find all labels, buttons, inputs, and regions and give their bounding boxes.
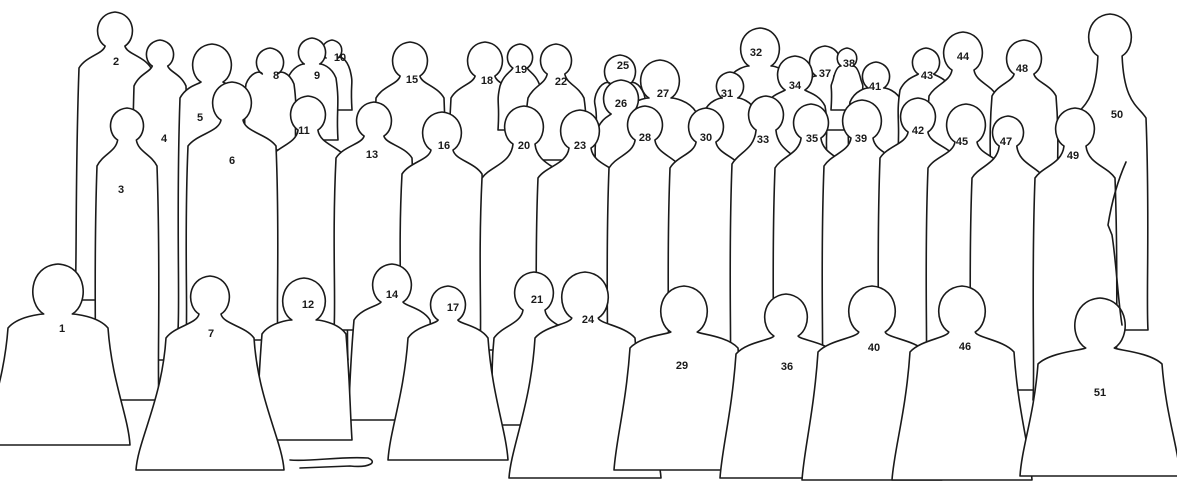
figure-number-label: 12: [302, 299, 314, 311]
figure-number-label: 44: [957, 51, 970, 63]
figure-number-label: 37: [819, 68, 831, 80]
figure-number-label: 7: [208, 328, 214, 340]
figure-number-label: 46: [959, 341, 971, 353]
figure-number-label: 36: [781, 361, 793, 373]
figure-number-label: 41: [869, 81, 881, 93]
figure-number-label: 26: [615, 98, 627, 110]
figure-number-label: 25: [617, 60, 629, 72]
figure-number-label: 15: [406, 74, 418, 86]
figure-number-label: 38: [843, 58, 855, 70]
figure-number-label: 47: [1000, 136, 1012, 148]
figure-number-label: 20: [518, 140, 530, 152]
figure-number-label: 16: [438, 140, 450, 152]
figure-number-label: 6: [229, 155, 235, 167]
figure-number-label: 48: [1016, 63, 1028, 75]
figure-number-label: 33: [757, 134, 769, 146]
figure-number-label: 42: [912, 125, 924, 137]
figure-number-label: 17: [447, 302, 459, 314]
figure-number-label: 1: [59, 323, 65, 335]
figure-number-label: 50: [1111, 109, 1123, 121]
figure-number-label: 18: [481, 75, 493, 87]
figure-number-label: 32: [750, 47, 762, 59]
figure-number-label: 10: [334, 52, 346, 64]
figure-number-label: 22: [555, 76, 567, 88]
figure-number-label: 45: [956, 136, 968, 148]
figure-number-label: 2: [113, 56, 119, 68]
figure-number-label: 28: [639, 132, 651, 144]
figure-number-label: 13: [366, 149, 378, 161]
figure-number-label: 8: [273, 70, 279, 82]
figure-number-label: 31: [721, 88, 733, 100]
figure-number-label: 39: [855, 133, 867, 145]
figure-number-label: 27: [657, 88, 669, 100]
figure-number-label: 43: [921, 70, 933, 82]
figure-number-label: 23: [574, 140, 586, 152]
figure-number-label: 14: [386, 289, 399, 301]
figure-number-label: 35: [806, 133, 818, 145]
figure-number-label: 4: [161, 133, 168, 145]
figure-number-label: 51: [1094, 387, 1106, 399]
figure-number-label: 34: [789, 80, 802, 92]
figure-number-label: 24: [582, 314, 595, 326]
figure-number-label: 3: [118, 184, 124, 196]
figure-number-label: 29: [676, 360, 688, 372]
figure-number-label: 30: [700, 132, 712, 144]
figure-number-label: 9: [314, 70, 320, 82]
figure-number-label: 11: [298, 125, 310, 137]
figure-number-label: 49: [1067, 150, 1079, 162]
figure-number-label: 19: [515, 64, 527, 76]
figure-number-label: 40: [868, 342, 880, 354]
figure-number-label: 21: [531, 294, 543, 306]
figure-number-label: 5: [197, 112, 203, 124]
cloth-drape: [290, 458, 372, 468]
